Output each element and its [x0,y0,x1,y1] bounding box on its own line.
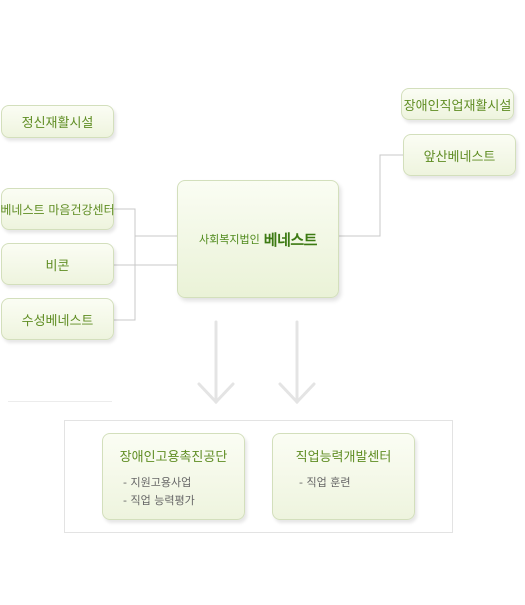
category-vocational-rehab-facility: 장애인직업재활시설 [401,88,514,120]
center-organization: 사회복지법인 베네스트 [177,180,339,298]
org-service-item: 직업 훈련 [299,474,350,492]
down-arrow-icon-2 [278,320,316,405]
branch-suseong-benest: 수성베네스트 [1,298,114,340]
center-name: 베네스트 [263,230,318,249]
org-service-item: 직업 능력평가 [123,492,194,510]
center-prefix: 사회복지법인 [199,233,260,246]
category-label: 정신재활시설 [21,116,94,131]
branch-label: 수성베네스트 [21,313,94,329]
org-service-item: 지원고용사업 [123,474,195,492]
partner-org-employment-agency: 장애인고용촉진공단 지원고용사업 직업 능력평가 [102,433,245,520]
down-arrow-icon-1 [197,320,235,405]
branch-beacon: 비콘 [1,243,114,285]
branch-benest-mind-health-center: 베네스트 마음건강센터 [0,188,115,230]
branch-apsan-benest: 앞산베네스트 [403,134,516,176]
category-label: 장애인직업재활시설 [403,98,512,114]
org-service-list: 지원고용사업 직업 능력평가 [123,474,195,510]
org-service-list: 직업 훈련 [299,474,350,492]
branch-label: 베네스트 마음건강센터 [0,202,115,217]
category-mental-rehab-facility: 정신재활시설 [1,105,114,138]
org-title: 직업능력개발센터 [295,450,392,465]
divider [8,401,112,402]
org-title: 장애인고용촉진공단 [119,450,228,465]
partner-org-skills-development-center: 직업능력개발센터 직업 훈련 [272,433,415,520]
branch-label: 비콘 [45,258,70,274]
branch-label: 앞산베네스트 [423,149,496,165]
right-branch-connector [339,154,403,237]
